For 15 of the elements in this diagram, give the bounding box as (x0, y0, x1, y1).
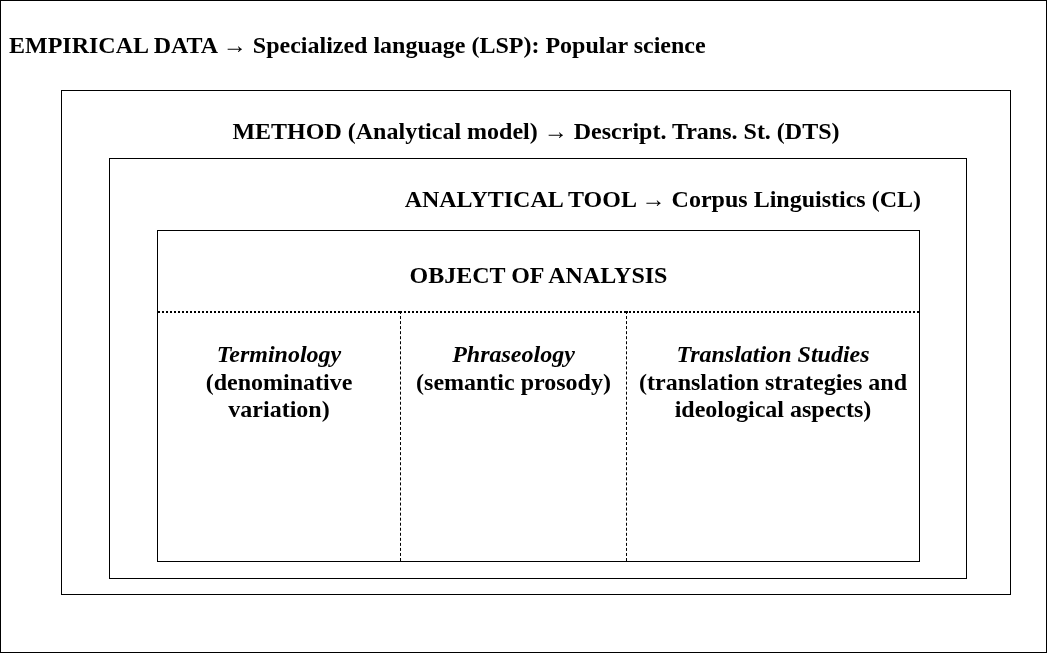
cell-heading: Translation Studies (676, 341, 870, 369)
box-heading: EMPIRICAL DATA → Specialized language (LSP): Popular science (8, 31, 707, 60)
nested-box (61, 90, 1011, 595)
cell-heading: Terminology (216, 341, 342, 369)
box-heading: OBJECT OF ANALYSIS (408, 261, 669, 290)
table-cell (626, 311, 919, 561)
nested-box (157, 230, 920, 562)
cell-description: (translation strategies and ideological aspects) (638, 368, 908, 424)
box-heading: ANALYTICAL TOOL → Corpus Linguistics (CL) (403, 185, 922, 214)
cell-description: (denominative variation) (204, 368, 354, 424)
cell-heading: Phraseology (452, 341, 575, 369)
cell-description: (semantic prosody) (415, 368, 612, 397)
nested-box (109, 158, 967, 579)
table-cell (400, 311, 626, 561)
box-heading: METHOD (Analytical model) → Descript. Trans. St. (DTS) (231, 117, 841, 146)
